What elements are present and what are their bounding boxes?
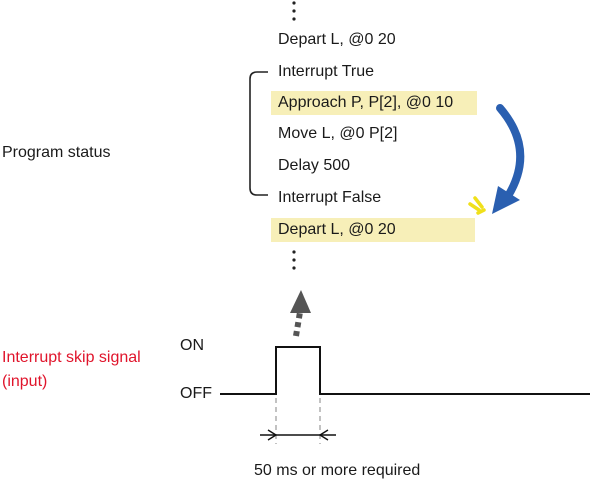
program-line-move: Move L, @0 P[2] <box>278 125 398 142</box>
signal-label-line2: (input) <box>2 373 48 390</box>
pulse-duration-note: 50 ms or more required <box>254 462 421 479</box>
program-line-interrupt-false: Interrupt False <box>278 189 382 206</box>
pulse-width-guides <box>275 398 321 444</box>
program-status-label: Program status <box>2 144 111 161</box>
program-line-approach-highlighted: Approach P, P[2], @0 10 <box>271 91 477 115</box>
program-line-depart-highlighted: Depart L, @0 20 <box>271 218 475 242</box>
bottom-ellipsis-dots <box>292 250 296 270</box>
spark-marks <box>468 196 486 215</box>
signal-label-line1: Interrupt skip signal <box>2 349 141 366</box>
program-line-interrupt-true: Interrupt True <box>278 63 375 80</box>
pulse-width-dimension <box>260 429 336 441</box>
program-line-depart-before: Depart L, @0 20 <box>278 31 396 48</box>
program-line-delay: Delay 500 <box>278 157 351 174</box>
top-ellipsis-dots <box>292 1 296 21</box>
skip-jump-arrow <box>492 104 525 214</box>
signal-off-label: OFF <box>180 385 212 402</box>
signal-waveform <box>220 346 590 395</box>
signal-on-label: ON <box>180 337 204 354</box>
trigger-arrow <box>290 290 311 337</box>
interrupt-section-bracket <box>249 71 268 196</box>
